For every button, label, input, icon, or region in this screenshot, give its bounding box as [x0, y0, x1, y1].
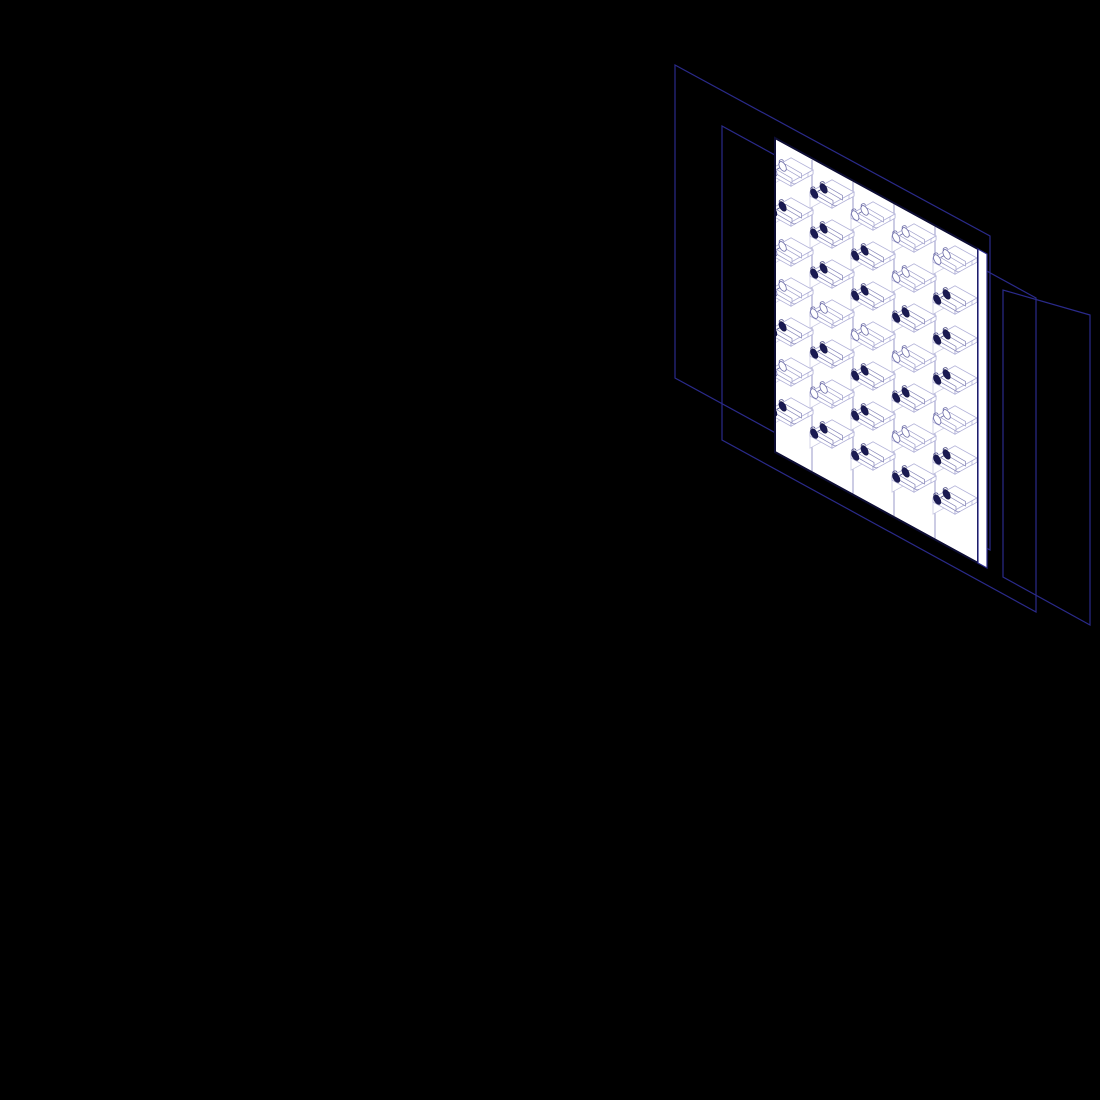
display-panel-edges	[774, 136, 988, 570]
side-accent-panel	[1002, 289, 1091, 627]
shelf-grid-layer	[775, 157, 978, 541]
display-panel-thickness	[977, 247, 988, 570]
outer-frame-panel	[674, 63, 991, 552]
